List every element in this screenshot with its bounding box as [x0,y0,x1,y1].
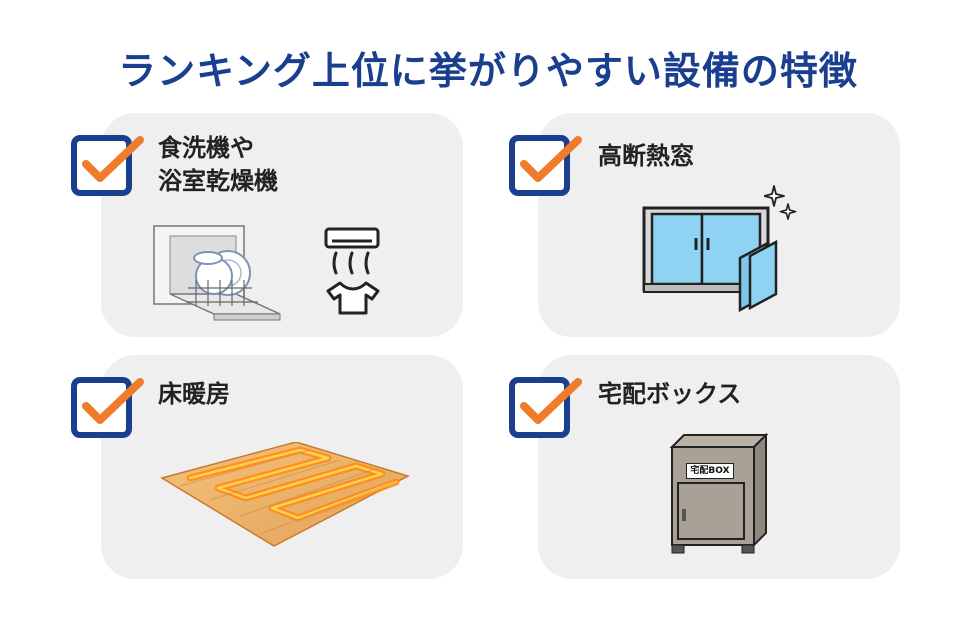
card-label: 床暖房 [158,380,230,408]
box-label: 宅配BOX [686,463,734,479]
card-label: 食洗機や 浴室乾燥機 [158,134,278,195]
bathroom-dryer-icon [324,227,380,315]
checkbox-icon [71,135,144,196]
card-label: 宅配ボックス [598,380,742,408]
sparkle-icon [764,185,797,220]
card-label: 高断熱窓 [598,142,694,170]
insulated-window-icon [642,206,778,313]
page-title: ランキング上位に挙がりやすい設備の特徴 [118,49,858,93]
checkbox-icon [71,377,144,438]
checkbox-icon [509,135,582,196]
dishwasher-icon [153,225,281,321]
delivery-box-icon: 宅配BOX [668,433,768,555]
checkbox-icon [509,377,582,438]
floor-heating-icon [160,442,410,547]
